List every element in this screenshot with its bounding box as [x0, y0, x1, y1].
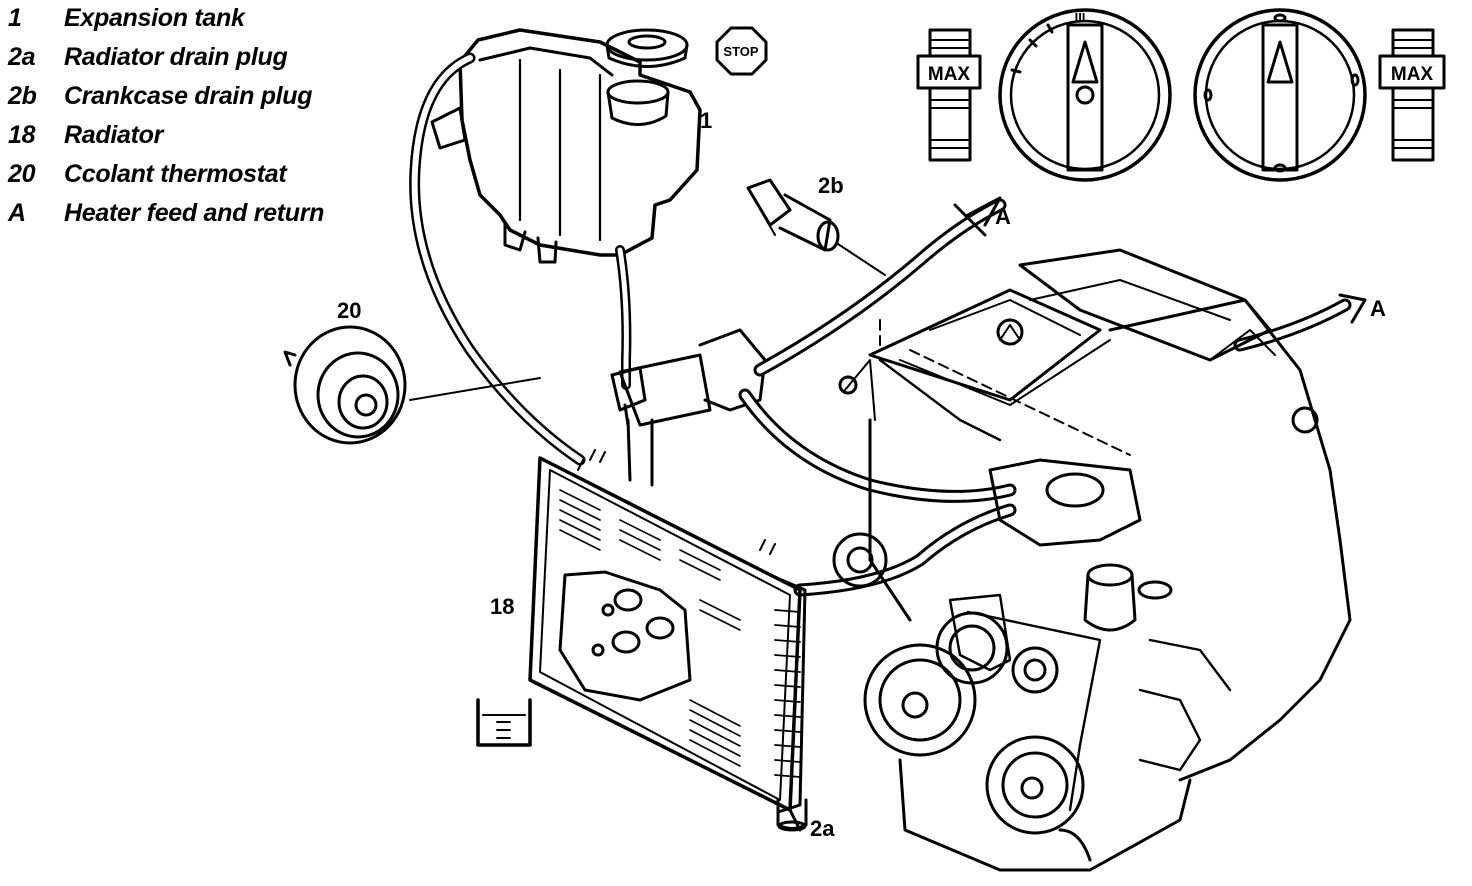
pressure-cap-right	[1193, 8, 1367, 182]
coolant-cap-panel: MAX III MAX	[916, 8, 1446, 182]
radiator	[528, 449, 807, 832]
legend-text: Crankcase drain plug	[64, 82, 313, 110]
max-label-right: MAX	[1391, 64, 1434, 85]
legend-text: Radiator drain plug	[64, 43, 288, 71]
max-indicator-right: MAX	[1378, 28, 1446, 162]
legend-text: Expansion tank	[64, 4, 245, 32]
legend-item-heater-feed-return: A Heater feed and return	[8, 197, 388, 236]
callout-a-right: A	[1370, 296, 1386, 321]
legend-item-expansion-tank: 1 Expansion tank	[8, 2, 388, 41]
callout-1: 1	[700, 108, 712, 133]
max-label-left: MAX	[928, 64, 971, 85]
coolant-thermostat	[283, 325, 541, 445]
radiator-drain-plug	[776, 798, 808, 832]
legend-text: Radiator	[64, 121, 164, 149]
legend-key: A	[8, 199, 26, 227]
pressure-cap-left: III	[998, 8, 1172, 182]
radiator-fins	[559, 489, 741, 767]
max-indicator-left: MAX	[916, 28, 982, 162]
legend-key: 2a	[8, 43, 36, 71]
coolant-container-icon	[476, 698, 532, 747]
legend-text: Heater feed and return	[64, 199, 325, 227]
legend: 1 Expansion tank 2a Radiator drain plug …	[8, 2, 388, 236]
engine	[832, 248, 1352, 872]
callouts: 1 2b A A 20 18 2a	[337, 108, 1386, 841]
legend-text: Ccolant thermostat	[64, 160, 287, 188]
callout-20: 20	[337, 298, 361, 323]
stop-sign-icon: STOP	[715, 26, 768, 76]
callout-2b: 2b	[818, 173, 844, 198]
callout-a-upper: A	[995, 204, 1011, 229]
legend-item-coolant-thermostat: 20 Ccolant thermostat	[8, 158, 388, 197]
legend-key: 20	[8, 160, 36, 188]
radiator-cap-icon	[605, 28, 689, 68]
legend-item-radiator-drain-plug: 2a Radiator drain plug	[8, 41, 388, 80]
legend-key: 18	[8, 121, 36, 149]
hose-connector	[610, 328, 767, 427]
crankcase-drain-plug	[746, 178, 886, 276]
stop-label: STOP	[723, 44, 758, 59]
cap-tick-mark: III	[1075, 10, 1086, 25]
callout-18: 18	[490, 594, 514, 619]
legend-key: 1	[8, 4, 22, 32]
legend-item-radiator: 18 Radiator	[8, 119, 388, 158]
expansion-tank	[430, 28, 702, 487]
callout-2a: 2a	[810, 816, 835, 841]
legend-item-crankcase-drain-plug: 2b Crankcase drain plug	[8, 80, 388, 119]
legend-key: 2b	[8, 82, 37, 110]
